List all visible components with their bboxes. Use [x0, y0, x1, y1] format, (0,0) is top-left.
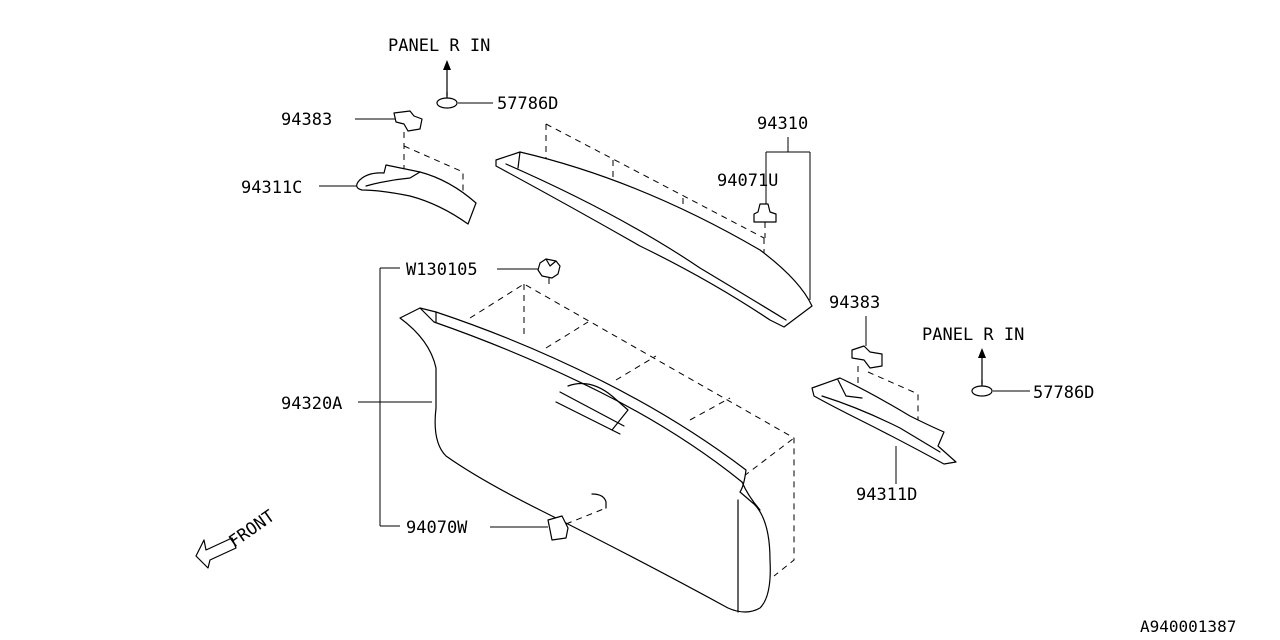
- panel-r-in-top-group: PANEL R IN 57786D: [388, 36, 558, 114]
- arrow-head-icon: [443, 60, 451, 70]
- clip-94383-right-label: 94383: [829, 293, 880, 313]
- trim-94311c-label: 94311C: [241, 178, 302, 198]
- panel-r-in-right-label: PANEL R IN: [922, 325, 1024, 345]
- clip-94070w-group: 94070W: [406, 507, 607, 541]
- front-label: FRONT: [225, 506, 278, 552]
- clip-57786d-top-label: 57786D: [497, 94, 558, 114]
- clip-94070w-label: 94070W: [406, 518, 468, 538]
- clip-94071u-label: 94071U: [717, 171, 778, 191]
- clip-94383-left-label: 94383: [281, 110, 332, 130]
- trim-94310-label: 94310: [757, 114, 808, 134]
- clip-94071u-icon: [753, 203, 777, 223]
- front-indicator: FRONT: [195, 506, 279, 569]
- trim-94320a-group: 94320A: [281, 267, 795, 613]
- arrow-head-icon: [978, 348, 986, 358]
- clip-57786d-right-icon: [971, 385, 993, 397]
- front-arrow-icon: [195, 537, 237, 569]
- trim-94320a-label: 94320A: [281, 394, 342, 414]
- clip-w130105-icon: [537, 258, 561, 279]
- trim-94311d-label: 94311D: [856, 485, 917, 505]
- trim-94311d-group: 94383 94311D: [811, 293, 957, 505]
- clip-w130105-group: W130105: [406, 258, 561, 288]
- panel-r-in-top-label: PANEL R IN: [388, 36, 490, 56]
- trim-94320a-part: [399, 307, 771, 613]
- clip-w130105-label: W130105: [406, 260, 478, 280]
- trim-94311d-part: [811, 377, 957, 465]
- clip-57786d-right-label: 57786D: [1033, 383, 1094, 403]
- trim-94311c-group: 94383 94311C: [241, 110, 477, 225]
- trim-94311c-part: [356, 164, 477, 225]
- clip-94070w-icon: [547, 515, 569, 541]
- clip-94383-left-icon: [393, 110, 423, 132]
- panel-r-in-right-group: PANEL R IN 57786D: [922, 325, 1094, 403]
- diagram-reference-code: A940001387: [1140, 617, 1236, 636]
- clip-57786d-top-icon: [436, 97, 458, 109]
- trim-94310-group: 94310 94071U: [495, 114, 813, 328]
- clip-94383-right-icon: [851, 345, 883, 369]
